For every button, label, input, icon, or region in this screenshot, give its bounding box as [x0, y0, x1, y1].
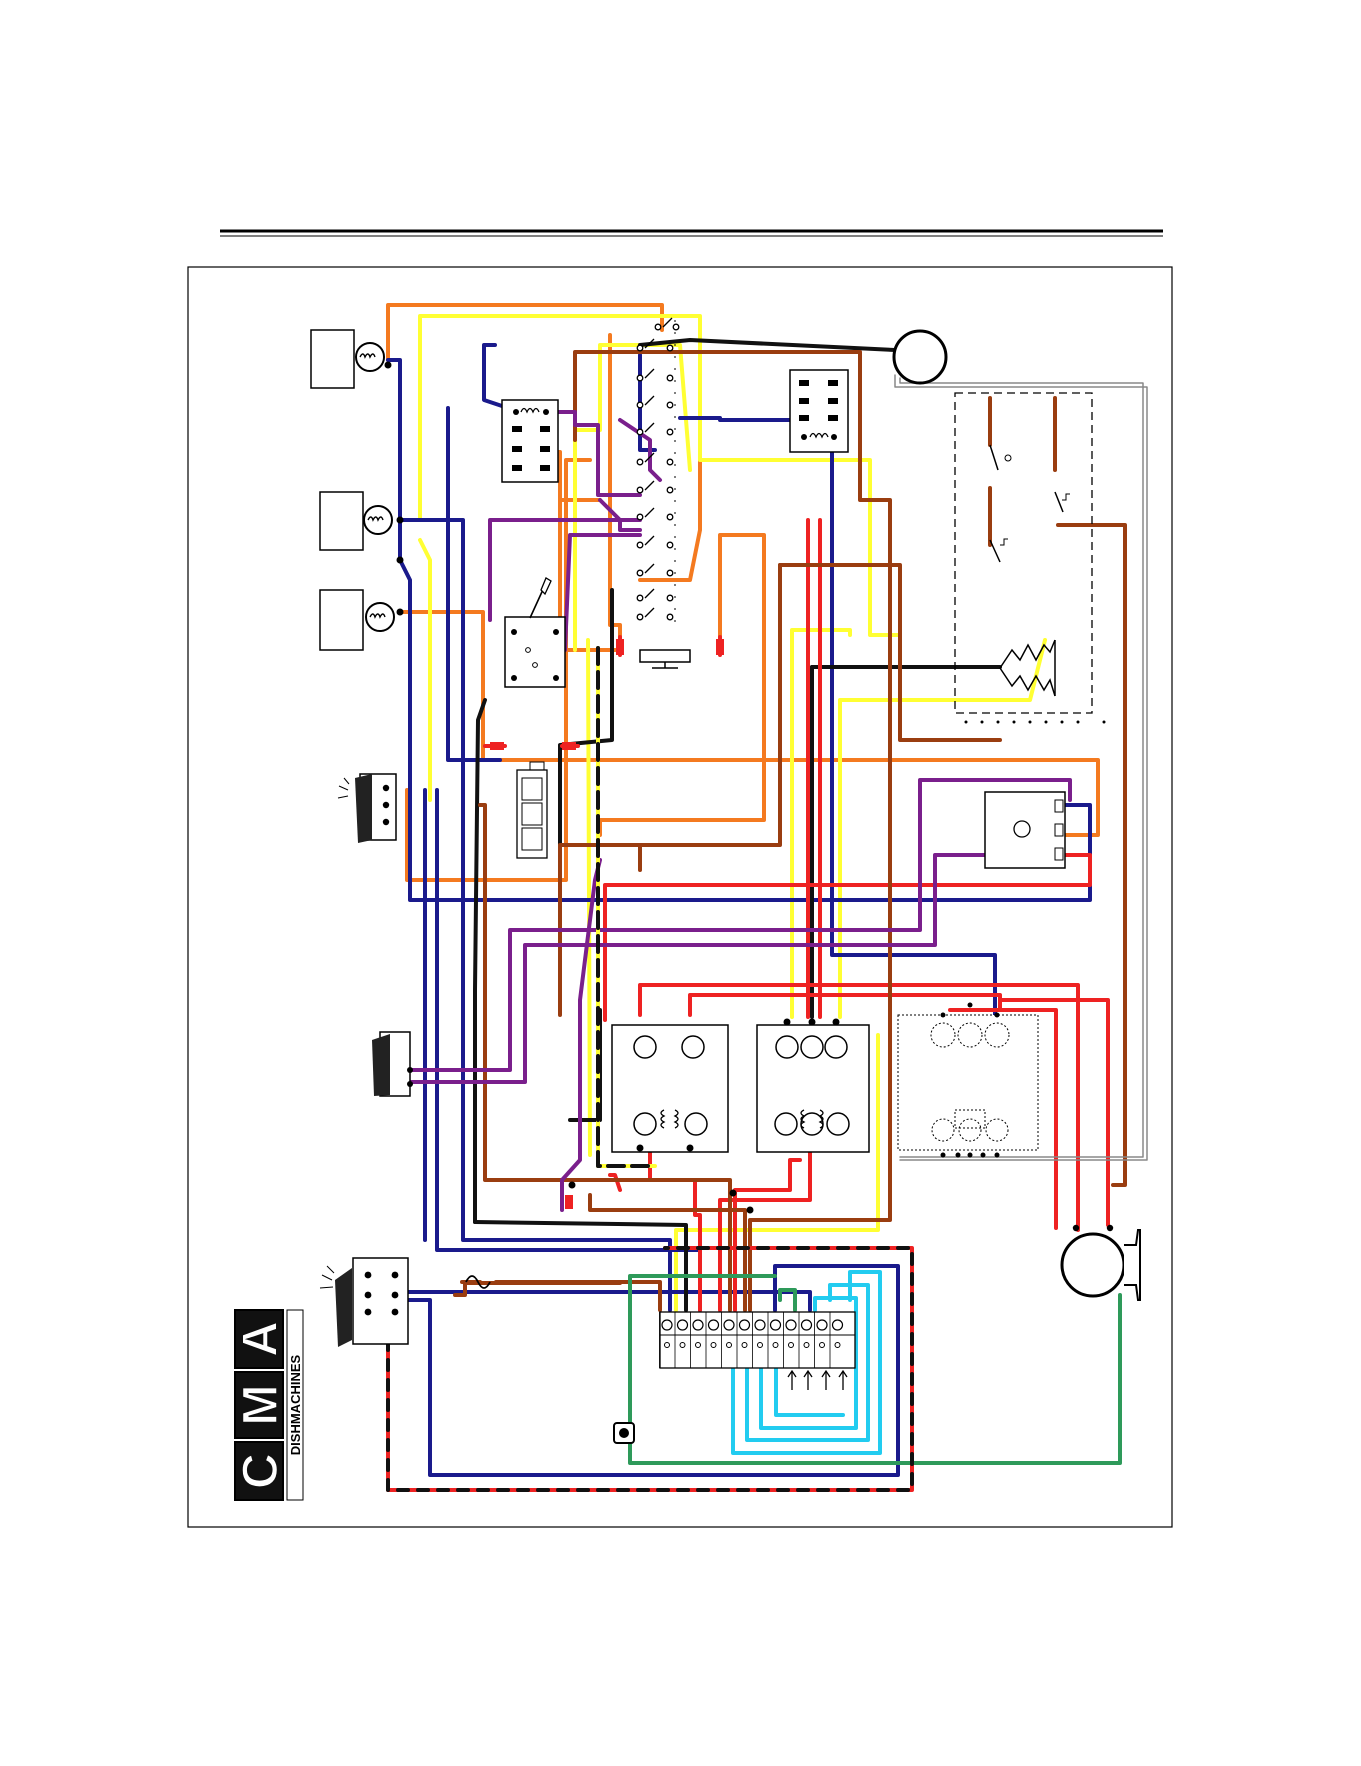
main-power-switch — [320, 1258, 408, 1347]
red-wires — [485, 520, 1108, 1310]
main-terminal-block — [660, 1312, 856, 1390]
terminal-screw — [724, 1320, 734, 1330]
terminal-strip-small — [517, 762, 547, 858]
heater-thermostat-enclosure — [955, 393, 1106, 724]
terminal-screw — [817, 1320, 827, 1330]
terminal-screw — [786, 1320, 796, 1330]
contactor-1 — [612, 1025, 728, 1152]
heater-box-1 — [311, 330, 384, 388]
terminal-screw — [740, 1320, 750, 1330]
ground-lug — [614, 1423, 634, 1443]
relay-block-right — [790, 370, 848, 452]
terminal-lower-screw — [665, 1343, 670, 1348]
logo-letter-c: C — [232, 1453, 288, 1489]
green-wires — [630, 1276, 1120, 1463]
terminal-screw — [693, 1320, 703, 1330]
rocker-switch-2 — [372, 1032, 413, 1096]
terminal-lower-screw — [727, 1343, 732, 1348]
terminal-screw — [755, 1320, 765, 1330]
contactor-2 — [757, 1025, 869, 1152]
terminal-screw — [662, 1320, 672, 1330]
relay-block-left — [502, 400, 558, 482]
terminal-lower-screw — [773, 1343, 778, 1348]
terminal-lower-screw — [804, 1343, 809, 1348]
terminal-screw — [709, 1320, 719, 1330]
timer-motor — [616, 639, 724, 668]
terminal-lower-screw — [711, 1343, 716, 1348]
terminal-lower-screw — [789, 1343, 794, 1348]
heater-box-2 — [320, 492, 392, 550]
navy-wires — [360, 345, 1090, 1475]
logo-tagline: DISHMACHINES — [288, 1354, 303, 1455]
lighted-rocker-switch-1 — [338, 774, 396, 843]
level-control-board — [985, 792, 1065, 868]
rotary-selector-switch — [505, 578, 565, 687]
pump-motor-top — [894, 331, 946, 383]
logo-letter-m: M — [232, 1384, 288, 1426]
cma-logo: C M A DISHMACHINES — [232, 1310, 303, 1500]
wash-motor — [1062, 1225, 1140, 1300]
terminal-screw — [771, 1320, 781, 1330]
terminal-lower-screw — [680, 1343, 685, 1348]
terminal-lower-screw — [742, 1343, 747, 1348]
logo-letter-a: A — [232, 1321, 288, 1357]
header-rule — [220, 231, 1163, 236]
terminal-screw — [833, 1320, 843, 1330]
terminal-screw — [678, 1320, 688, 1330]
terminal-lower-screw — [696, 1343, 701, 1348]
terminal-screw — [802, 1320, 812, 1330]
terminal-lower-screw — [820, 1343, 825, 1348]
terminal-lower-screw — [758, 1343, 763, 1348]
terminal-lower-screw — [835, 1343, 840, 1348]
optional-contactor — [898, 1003, 1038, 1158]
heater-box-3 — [320, 590, 394, 650]
